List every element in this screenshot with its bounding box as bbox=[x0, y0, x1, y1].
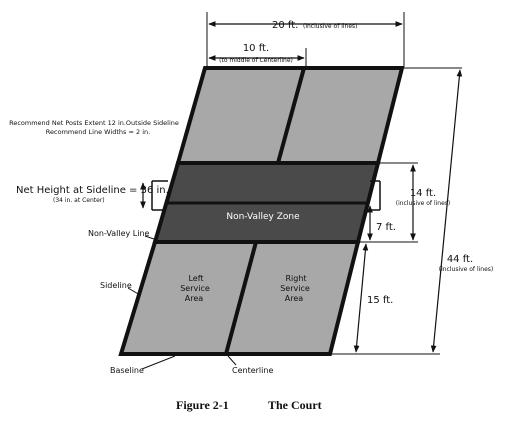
baseline-label: Baseline bbox=[110, 366, 144, 375]
non-volley-line-leader bbox=[144, 235, 161, 242]
right-service-line-2: Service bbox=[280, 284, 310, 293]
non-volley-line-label: Non-Valley Line bbox=[88, 229, 150, 238]
left-service-line-1: Left bbox=[188, 274, 203, 283]
net-height-label: Net Height at Sideline = 36 in. bbox=[16, 185, 169, 196]
length-note: (inclusive of lines) bbox=[439, 266, 494, 273]
left-service-line-3: Area bbox=[185, 294, 204, 303]
nvz-depth-note: (inclusive of lines) bbox=[396, 200, 451, 207]
right-service-line-1: Right bbox=[285, 274, 306, 283]
nvz-half-label: 7 ft. bbox=[376, 222, 396, 233]
line-widths-note: Recommend Line Widths = 2 in. bbox=[46, 128, 150, 136]
half-width-note: (to middle of Centerline) bbox=[219, 57, 293, 64]
sideline-leader bbox=[127, 287, 141, 296]
length-label: 44 ft. bbox=[447, 254, 473, 265]
service-depth-label: 15 ft. bbox=[367, 295, 393, 306]
service-depth-arrow bbox=[353, 243, 369, 353]
right-service-line-3: Area bbox=[285, 294, 304, 303]
width-note: (inclusive of lines) bbox=[303, 23, 358, 30]
centerline-label: Centerline bbox=[232, 366, 273, 375]
far-centerline bbox=[276, 67, 306, 164]
length-arrow bbox=[430, 69, 463, 353]
centerline-leader bbox=[227, 355, 237, 366]
nvz-depth-label: 14 ft. bbox=[410, 188, 436, 199]
sideline-label: Sideline bbox=[100, 281, 132, 290]
figure-title: The Court bbox=[268, 398, 322, 412]
baseline-leader bbox=[141, 355, 176, 370]
net-posts-note: Recommend Net Posts Extent 12 in.Outside… bbox=[9, 119, 179, 127]
half-width-label: 10 ft. bbox=[243, 43, 269, 54]
near-centerline bbox=[224, 241, 258, 355]
figure-number: Figure 2-1 bbox=[176, 398, 229, 412]
left-service-line-2: Service bbox=[180, 284, 210, 293]
width-label: 20 ft. bbox=[272, 20, 298, 31]
net-height-center-note: (34 in. at Center) bbox=[53, 197, 105, 204]
nvz-label: Non-Valley Zone bbox=[226, 212, 300, 222]
